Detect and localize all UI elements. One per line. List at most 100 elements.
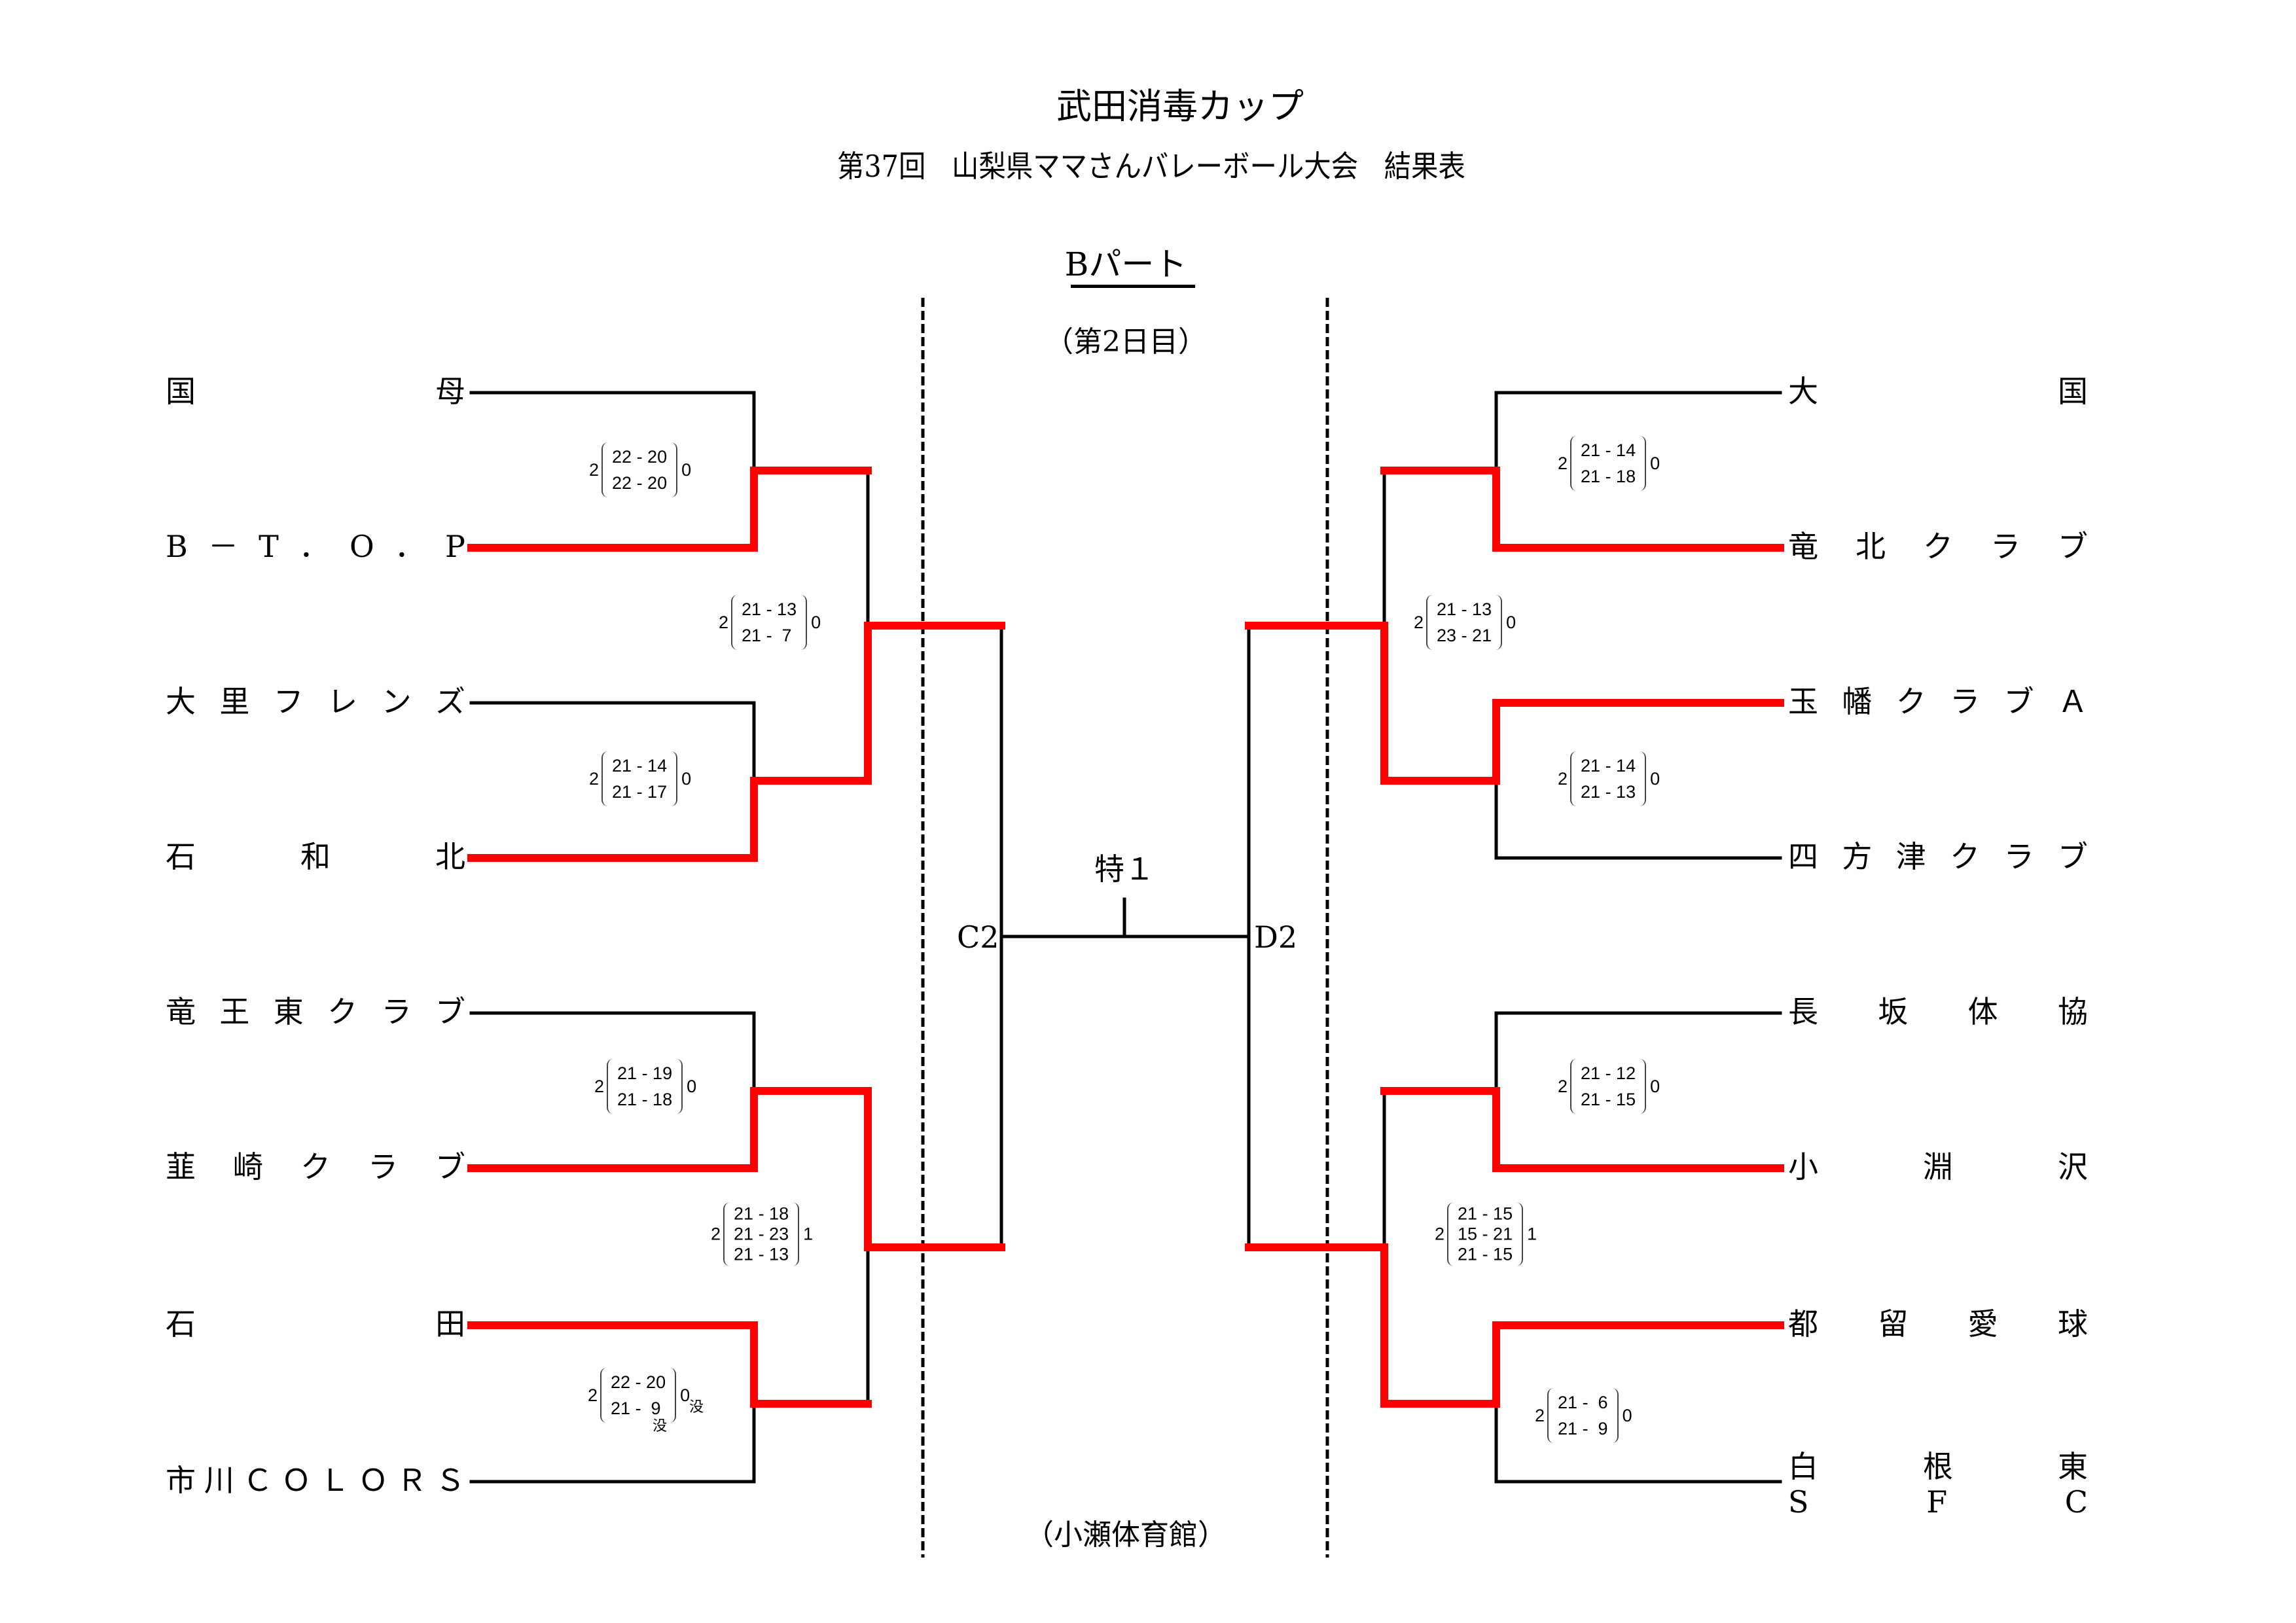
team-name-char: ク — [1923, 529, 1953, 564]
team-name-char: フ — [273, 684, 304, 719]
set-score-text: 21 - 19 — [617, 1063, 673, 1083]
team-name-char: 北 — [435, 839, 465, 874]
team-name-char: 小 — [1788, 1149, 1818, 1185]
team-name-char: ブ — [2057, 839, 2088, 874]
team-name-char: 都 — [1788, 1306, 1818, 1342]
team-name-char: O — [350, 529, 374, 564]
team-name-char: 大 — [1788, 374, 1818, 409]
team-name-char: 四 — [1788, 839, 1818, 874]
set-score: 21 - 17 — [612, 779, 667, 805]
sets-won: 2 — [589, 768, 600, 789]
sets-won: 2 — [589, 459, 600, 480]
sets-lost: 1 — [1527, 1224, 1537, 1244]
set-score: 21 - 7 — [742, 622, 797, 649]
set-score-text: 21 - 15 — [1458, 1204, 1513, 1224]
team-name-char: 東 — [273, 994, 304, 1029]
right-team-name: 小淵沢 — [1788, 1150, 2088, 1184]
set-score-text: 21 - 13 — [742, 599, 797, 619]
set-score-text: 21 - 18 — [1581, 467, 1636, 486]
team-name-char: 玉 — [1788, 684, 1818, 719]
right-team-name: 四方津クラブ — [1788, 840, 2088, 874]
sets-lost: 1 — [803, 1224, 814, 1244]
set-score-text: 21 - 13 — [1581, 782, 1636, 802]
tournament-subtitle: 第37回山梨県ママさんバレーボール大会結果表 — [118, 145, 2184, 187]
set-score-text: 21 - 14 — [612, 756, 668, 776]
results-label: 結果表 — [1384, 149, 1465, 184]
tournament-name: 山梨県ママさんバレーボール大会 — [952, 149, 1359, 184]
team-name-char: ブ — [2058, 529, 2088, 564]
set-score-text: 21 - 17 — [612, 782, 668, 802]
team-name-char: S — [1788, 1484, 1809, 1520]
sets-won: 2 — [588, 1385, 598, 1405]
day-label: （第2日目） — [1045, 325, 1207, 359]
set-score: 21 - 18 — [1581, 463, 1636, 490]
team-name-char: ラ — [1990, 529, 2020, 564]
part-heading: Bパート — [1064, 245, 1187, 283]
team-name-char: Ａ — [2057, 684, 2088, 719]
set-score: 21 - 15 — [1581, 1086, 1636, 1113]
team-name-char: ク — [1950, 839, 1981, 874]
team-name-char: 和 — [300, 839, 331, 874]
team-name-char: ク — [327, 994, 358, 1029]
right-team-name: 大国 — [1788, 374, 2088, 408]
set-score: 21 - 13 — [1437, 596, 1492, 622]
team-name-char: 根 — [1923, 1449, 1953, 1484]
team-name-char: 沢 — [2058, 1149, 2088, 1185]
team-name-char: 川 — [204, 1463, 234, 1498]
team-name-char: ク — [300, 1149, 331, 1185]
team-name-char: 国 — [166, 374, 196, 409]
team-name-line: 白根東 — [1788, 1449, 2088, 1484]
team-name-char: 北 — [1856, 529, 1886, 564]
team-name-char: 田 — [435, 1306, 465, 1342]
team-name-char: ラ — [2003, 839, 2034, 874]
sets-won: 2 — [711, 1224, 721, 1244]
team-name-char: F — [1926, 1484, 1948, 1520]
sets-lost: 0 — [687, 1076, 697, 1096]
sets-won: 2 — [1558, 1076, 1568, 1096]
team-name-char: 里 — [219, 684, 250, 719]
left-team-name: 韮崎クラブ — [166, 1150, 465, 1184]
set-score-text: 21 - 9 — [1558, 1419, 1608, 1438]
sets-lost: 0 — [1650, 768, 1660, 789]
sets-lost: 0 — [681, 768, 692, 789]
set-score: 21 - 12 — [1581, 1060, 1636, 1086]
set-scores: 21 - 13 21 - 7 — [731, 595, 808, 650]
set-score: 21 - 13 — [734, 1245, 789, 1265]
team-name-char: Ｃ — [242, 1463, 273, 1498]
team-name-char: 韮 — [166, 1149, 196, 1185]
team-name-char: 石 — [166, 1306, 196, 1342]
team-name-char: ブ — [435, 1149, 465, 1185]
team-name-char: Ｏ — [281, 1463, 312, 1498]
set-score: 21 - 18 — [734, 1204, 789, 1224]
right-bracket-code: D2 — [1254, 919, 1298, 955]
set-score-text: 21 - 13 — [734, 1244, 789, 1264]
set-score: 21 - 15 — [1458, 1204, 1513, 1224]
set-score: 21 - 13 — [1581, 779, 1636, 805]
set-score: 21 - 19 — [617, 1060, 672, 1086]
left-bracket-code: C2 — [957, 919, 999, 955]
forfeit-note: 没 — [653, 1418, 668, 1434]
sets-won: 2 — [1414, 612, 1424, 632]
part-heading-underline — [1071, 285, 1195, 288]
set-scores: 21 - 14 21 - 17 — [601, 751, 678, 806]
sets-won: 2 — [1435, 1224, 1445, 1244]
team-name-char: 淵 — [1923, 1149, 1953, 1185]
team-name-char: 坂 — [1878, 994, 1909, 1029]
forfeit-note: 没 — [689, 1398, 704, 1415]
team-name-char: 方 — [1842, 839, 1873, 874]
team-name-char: Ｒ — [397, 1463, 427, 1498]
set-score: 21 - 14 — [1581, 753, 1636, 779]
sets-lost: 0 — [1506, 612, 1516, 632]
team-name-char: ． — [298, 529, 329, 564]
team-name-char: 幡 — [1842, 684, 1873, 719]
